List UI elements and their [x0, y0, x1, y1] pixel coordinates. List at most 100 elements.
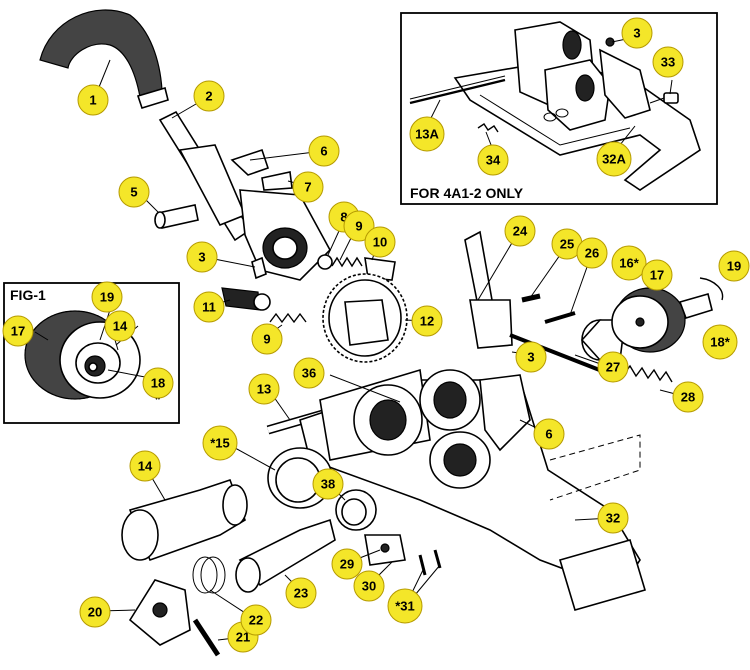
callout-c11: 11 [193, 291, 225, 323]
callout-label: 19 [727, 259, 741, 274]
callout-circle [79, 596, 111, 628]
callout-c25: 25 [551, 228, 583, 260]
callout-circle [91, 281, 123, 313]
callout-c27: 27 [597, 351, 629, 383]
callout-c6a: 6 [308, 135, 340, 167]
callout-c9b: 9 [251, 323, 283, 355]
callout-c33: 33 [652, 46, 684, 78]
callout-label: 17 [11, 324, 25, 339]
callout-label: 13 [257, 382, 271, 397]
callout-c15: *15 [202, 425, 238, 461]
callout-c6b: 6 [533, 418, 565, 450]
callout-circle [308, 135, 340, 167]
callout-circle [597, 351, 629, 383]
callout-circle [718, 250, 750, 282]
callout-circle [353, 570, 385, 602]
callout-c12: 12 [411, 305, 443, 337]
callout-label: 18 [151, 376, 165, 391]
callout-c32a: 32A [596, 141, 632, 177]
callout-circle [240, 604, 272, 636]
callout-c3b: 3 [186, 241, 218, 273]
callout-circle [387, 588, 423, 624]
callout-circle [652, 46, 684, 78]
callout-circle [672, 381, 704, 413]
callout-label: 3 [527, 350, 534, 365]
callout-c7: 7 [292, 171, 324, 203]
callout-c13a: 13A [409, 116, 445, 152]
callout-label: 3 [633, 26, 640, 41]
inset-fig-1: FIG-1 * [3, 282, 180, 424]
callout-label: 28 [681, 390, 695, 405]
callout-label: 5 [130, 185, 137, 200]
callout-label: 22 [249, 613, 263, 628]
callout-label: 16* [619, 256, 639, 271]
callout-circle [477, 144, 509, 176]
callout-label: 17 [650, 268, 664, 283]
callout-label: 14 [138, 459, 153, 474]
callout-label: 36 [302, 366, 316, 381]
callout-c23: 23 [285, 577, 317, 609]
inset-caption: FOR 4A1-2 ONLY [410, 185, 524, 201]
callout-label: 13A [415, 127, 439, 142]
callout-label: 25 [560, 237, 574, 252]
callout-circle [193, 291, 225, 323]
callout-c5: 5 [118, 176, 150, 208]
callout-circle [251, 323, 283, 355]
callout-circle [515, 341, 547, 373]
callout-c38: 38 [312, 468, 344, 500]
callout-label: 9 [263, 332, 270, 347]
fig1-caption: FIG-1 [10, 287, 46, 303]
callout-label: 33 [661, 55, 675, 70]
callout-label: 7 [304, 180, 311, 195]
callout-circle [312, 468, 344, 500]
callout-c3c: 3 [515, 341, 547, 373]
callout-circle [202, 425, 238, 461]
callout-c32: 32 [597, 502, 629, 534]
callout-c10: 10 [364, 226, 396, 258]
callout-c28: 28 [672, 381, 704, 413]
callout-c34: 34 [477, 144, 509, 176]
callout-label: 6 [320, 144, 327, 159]
callout-circle [293, 357, 325, 389]
callout-label: 10 [373, 235, 387, 250]
callout-circle [597, 502, 629, 534]
callout-circle [292, 171, 324, 203]
callout-circle [411, 305, 443, 337]
callout-c18b: 18 [142, 367, 174, 399]
callout-label: 19 [100, 290, 114, 305]
callout-circle [641, 259, 673, 291]
fig1-star: * [155, 391, 161, 407]
callout-circle [248, 373, 280, 405]
callout-label: 14 [113, 319, 128, 334]
callout-circle [193, 80, 225, 112]
callout-c17a: 17 [2, 315, 34, 347]
callout-c22: 22 [240, 604, 272, 636]
callout-circle [621, 17, 653, 49]
callout-circle [142, 367, 174, 399]
callout-label: 32 [606, 511, 620, 526]
callout-label: 9 [355, 219, 362, 234]
callout-label: 38 [321, 477, 335, 492]
main-drawing [39, 9, 724, 657]
callout-c1: 1 [77, 84, 109, 116]
callout-circle [285, 577, 317, 609]
callout-circle [129, 450, 161, 482]
callout-circle [702, 324, 738, 360]
callout-c18a: 18* [702, 324, 738, 360]
callout-c17b: 17 [641, 259, 673, 291]
callout-label: 29 [340, 557, 354, 572]
callout-label: 30 [362, 579, 376, 594]
callout-label: 3 [198, 250, 205, 265]
callout-c24: 24 [504, 215, 536, 247]
callout-label: 20 [88, 605, 102, 620]
callout-label: 23 [294, 586, 308, 601]
callout-c14a: 14 [104, 310, 136, 342]
callout-circle [576, 237, 608, 269]
callout-label: *15 [210, 436, 230, 451]
callout-c36: 36 [293, 357, 325, 389]
callout-circle [186, 241, 218, 273]
callout-label: 8 [340, 210, 347, 225]
callout-c3a: 3 [621, 17, 653, 49]
